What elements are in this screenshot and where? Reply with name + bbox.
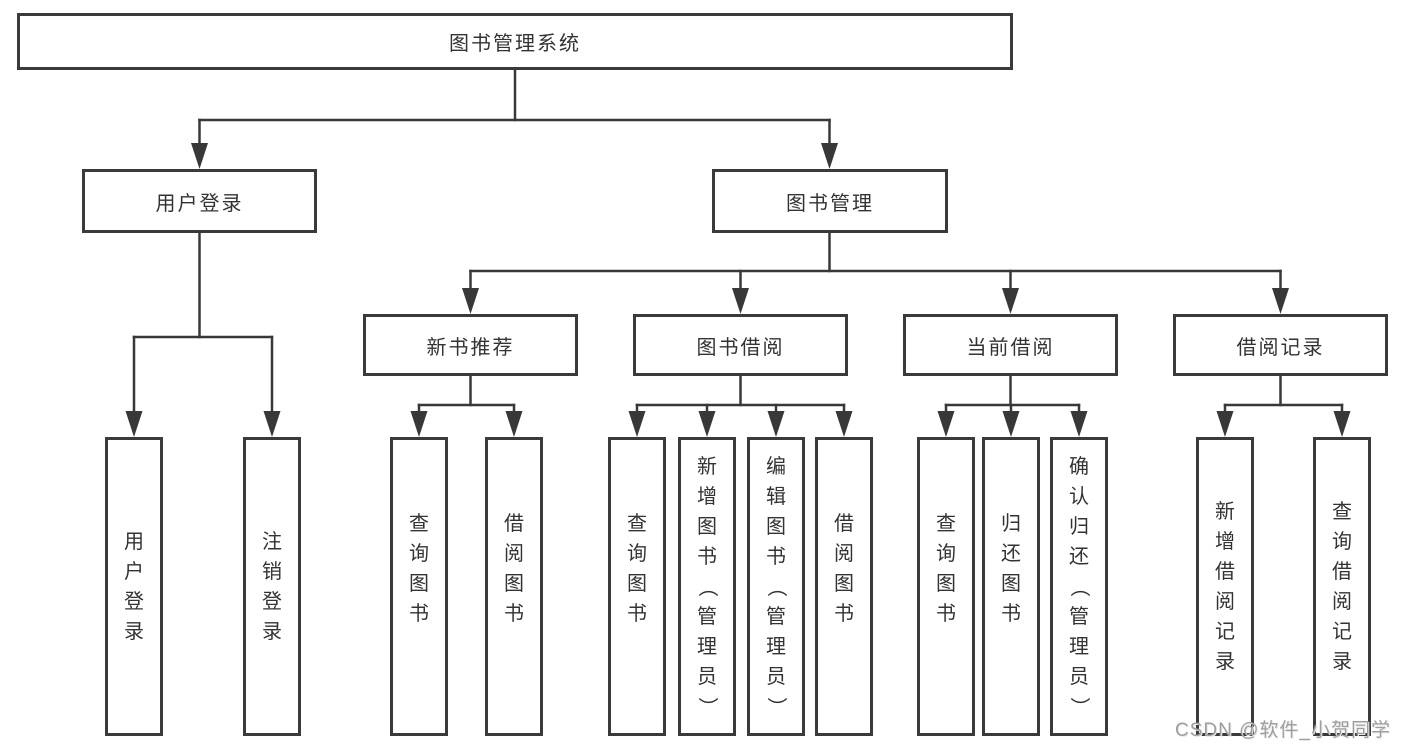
leaf-label: 借阅图书 [834,512,854,625]
leaf-label: 新增借阅记录 [1215,500,1235,673]
leaf-label: 查询图书 [936,512,956,625]
leaf-label: 查询图书 [409,512,429,625]
leaf-label: 确认归还（管理员） [1068,455,1090,717]
node-book-borrowing: 图书借阅 [633,314,848,376]
node-label: 图书管理系统 [449,33,581,55]
node-label: 当前借阅 [966,336,1055,359]
leaf-user-login: 用户登录 [105,437,163,736]
leaf-query-books-recommend: 查询图书 [390,437,448,736]
node-label: 图书借阅 [696,336,785,359]
leaf-query-borrow-record: 查询借阅记录 [1313,437,1371,736]
node-borrowing-records: 借阅记录 [1173,314,1388,376]
leaf-label: 查询借阅记录 [1332,500,1352,673]
leaf-label: 用户登录 [124,530,144,643]
leaf-edit-books-admin: 编辑图书（管理员） [747,437,805,736]
leaf-return-books: 归还图书 [982,437,1040,736]
leaf-borrow-books-borrowing: 借阅图书 [815,437,873,736]
leaf-label: 编辑图书（管理员） [765,455,787,717]
leaf-label: 注销登录 [262,530,282,643]
node-label: 用户登录 [155,192,244,215]
node-user-login: 用户登录 [82,169,317,233]
node-label: 图书管理 [786,192,874,215]
leaf-label: 归还图书 [1001,512,1021,625]
leaf-label: 借阅图书 [504,512,524,625]
leaf-query-books-borrowing: 查询图书 [608,437,666,736]
node-book-management-system: 图书管理系统 [17,13,1013,70]
leaf-query-books-current: 查询图书 [917,437,975,736]
leaf-logout: 注销登录 [243,437,301,736]
leaf-add-books-admin: 新增图书（管理员） [678,437,736,736]
csdn-watermark: CSDN @软件_小贺同学 [1175,720,1391,741]
node-label: 借阅记录 [1236,336,1325,359]
node-current-borrowing: 当前借阅 [903,314,1118,376]
node-label: 新书推荐 [426,336,515,359]
leaf-borrow-books-recommend: 借阅图书 [485,437,543,736]
leaf-label: 新增图书（管理员） [696,455,718,717]
leaf-add-borrow-record: 新增借阅记录 [1196,437,1254,736]
node-new-book-recommend: 新书推荐 [363,314,578,376]
leaf-label: 查询图书 [627,512,647,625]
leaf-confirm-return-admin: 确认归还（管理员） [1050,437,1108,736]
node-book-management: 图书管理 [712,169,948,233]
